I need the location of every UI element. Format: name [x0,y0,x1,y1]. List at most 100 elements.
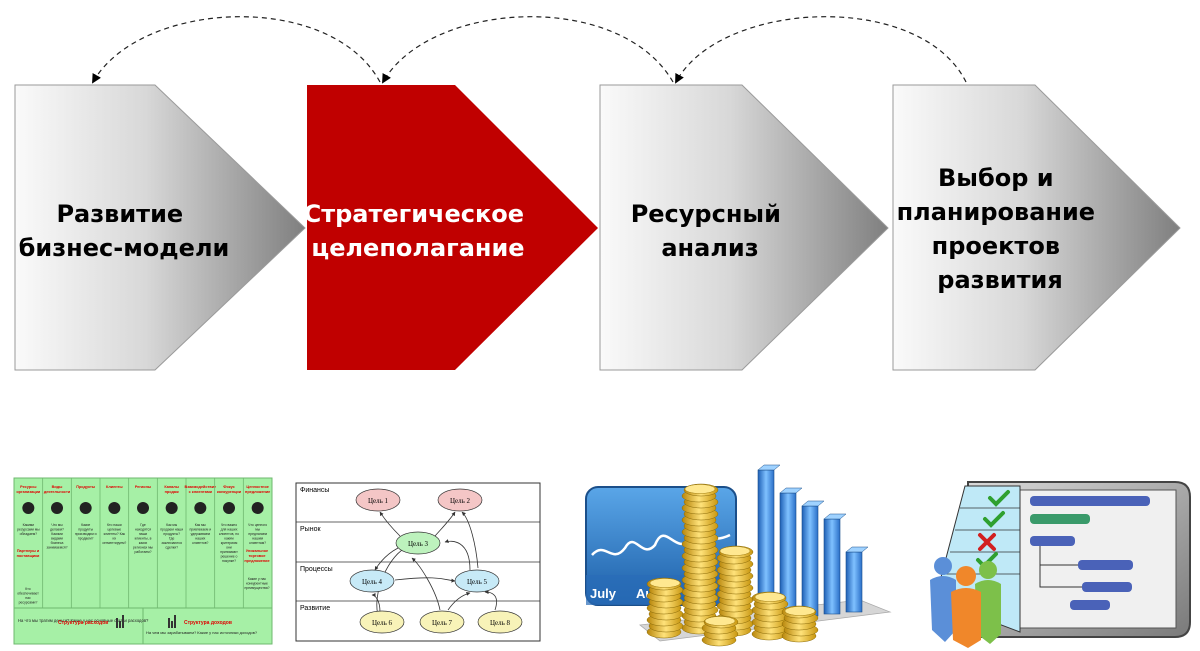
svg-text:Выбор и планирование: Выбор и планирование проектов развития [897,164,1104,294]
step-1-line-1: Развитие [56,200,183,228]
row-market: Рынок [300,526,321,533]
step-4[interactable]: Выбор и планирование проектов развития [892,84,1181,371]
svg-text:Цель 6: Цель 6 [372,619,393,627]
step-4-line-1: Выбор и [938,164,1054,192]
bar-columns [757,464,869,621]
feedback-arrows [92,16,967,84]
svg-text:Цель 3: Цель 3 [408,540,429,548]
svg-text:Ресурсный анализ: Ресурсный анализ [631,200,790,262]
bar-5 [845,551,863,613]
row-processes: Процессы [300,566,333,573]
step-2-line-2: целеполагание [311,234,524,262]
canvas-col-icon-5 [137,502,149,514]
svg-text:Цель 5: Цель 5 [467,578,488,586]
coin-stack-6 [781,605,819,643]
feedback-arrow-2 [382,16,674,84]
step-1[interactable]: Развитие бизнес-модели [14,84,306,371]
feedback-arrow-1 [92,16,381,84]
canvas-col-title-3: Продукты [76,485,95,489]
bar-3 [801,505,819,617]
canvas-col-title-4: Клиенты [106,485,123,489]
svg-text:На что мы тратим деньги? Какие: На что мы тратим деньги? Какие у нас осн… [18,618,149,623]
step-4-line-3: проектов [932,232,1060,260]
goal-map-thumbnail: Финансы Рынок Процессы Развитие Цель 1 [295,482,541,642]
goal-6: Цель 6 [359,610,405,634]
canvas-col-icon-1 [22,502,35,514]
coin-stack-5 [701,615,739,647]
coins-chart-icon: July Aug [585,464,892,647]
step-2-line-1: Стратегическое [304,200,524,228]
svg-text:Цель 4: Цель 4 [362,578,383,586]
canvas-income-question: На чем мы зарабатываем? Какие у нас исто… [146,630,258,635]
canvas-income-title: Структура доходов [184,620,232,626]
month-label-1: July [590,586,617,601]
coin-stacks [646,483,819,647]
canvas-col-icon-7 [194,502,207,514]
goal-4: Цель 4 [349,569,395,593]
canvas-col-icon-4 [108,502,121,514]
svg-text:Финансы Рынок Проц: Финансы Рынок Процессы Развитие [300,487,335,612]
canvas-costs-title: Структура расходов [58,620,108,626]
goal-1: Цель 1 [355,488,401,512]
step-4-line-4: развития [937,266,1062,294]
goal-2: Цель 2 [437,488,483,512]
step-3-chevron [599,84,889,371]
canvas-col-icon-8 [223,502,235,514]
canvas-col-title-5: Регионы [135,485,151,489]
bar-4 [823,518,841,615]
svg-text:Цель 7: Цель 7 [432,619,453,627]
step-1-line-2: бизнес-модели [19,234,230,262]
step-4-line-2: планирование [897,198,1095,226]
canvas-col-icon-3 [79,502,92,514]
canvas-col-icon-9 [251,502,264,514]
coin-stack-3 [646,577,684,639]
step-1-chevron [14,84,306,371]
row-finance: Финансы [300,487,329,494]
people-figures [930,557,1001,648]
step-3[interactable]: Ресурсный анализ [599,84,889,371]
feedback-arrow-3 [675,16,967,84]
step-3-line-1: Ресурсный [631,200,781,228]
row-development: Развитие [300,605,330,612]
goal-7: Цель 7 [419,610,465,634]
chart-icon [116,615,176,628]
gantt-checklist-people-icon [930,481,1191,648]
svg-text:Развитие бизнес-модели: Развитие бизнес-модели [19,200,230,262]
process-steps: Развитие бизнес-модели Стратегическое це… [14,84,1181,371]
goal-3: Цель 3 [395,531,441,555]
step-3-line-2: анализ [661,234,758,262]
canvas-costs-question: На что мы тратим деньги? Какие у нас осн… [18,618,149,623]
step-2[interactable]: Стратегическое целеполагание [304,85,598,370]
coin-stack-1 [681,483,719,635]
canvas-col-icon-2 [51,502,63,514]
canvas-col-icon-6 [165,502,178,514]
svg-text:Стратегическое целепол: Стратегическое целеполагание [304,200,533,262]
svg-text:Цель 1: Цель 1 [368,497,389,505]
coin-stack-4 [751,591,789,641]
step-2-chevron [307,85,598,370]
goal-8: Цель 8 [477,610,523,634]
goal-5: Цель 5 [454,569,500,593]
svg-text:Цель 8: Цель 8 [490,619,511,627]
